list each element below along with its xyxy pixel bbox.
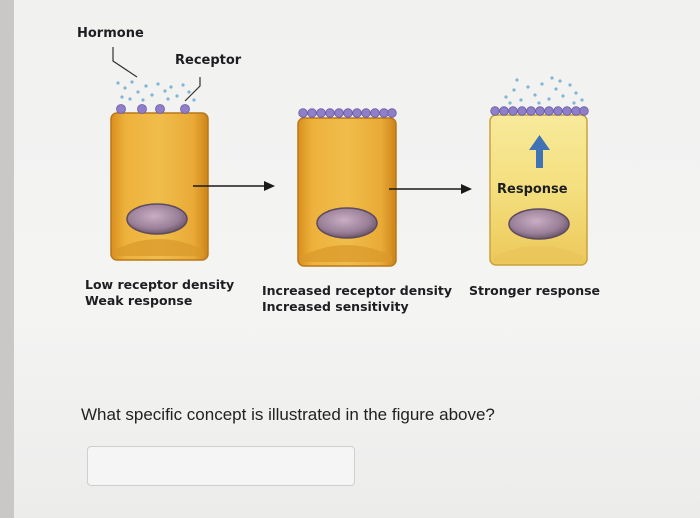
receptors [116, 104, 190, 114]
response-up-arrow [529, 135, 550, 168]
cell-low-density [110, 47, 209, 261]
cell1-caption-line2: Weak response [85, 293, 193, 308]
hormone-pointer-line [112, 47, 138, 78]
receptor-pointer-line [184, 77, 201, 102]
hormone-label: Hormone [77, 26, 144, 41]
nucleus [508, 208, 570, 240]
cell2-caption-line2: Increased sensitivity [262, 299, 409, 314]
cell-stronger-response [489, 76, 589, 266]
hormone-molecules [504, 76, 584, 105]
nucleus [126, 203, 188, 235]
receptors [490, 106, 589, 116]
cell-increased-density [297, 108, 397, 267]
hormone-molecules [116, 80, 196, 102]
cell3-caption-line1: Stronger response [469, 283, 601, 298]
receptor-label: Receptor [175, 53, 242, 68]
question-text: What specific concept is illustrated in … [81, 405, 495, 424]
arrow-2 [389, 184, 472, 194]
answer-input[interactable] [87, 446, 355, 486]
cell1-caption-line1: Low receptor density [85, 277, 235, 292]
receptors [298, 108, 397, 118]
arrow-1 [193, 181, 275, 191]
hormone-receptor-figure [110, 47, 589, 267]
left-edge [0, 0, 14, 518]
nucleus [316, 207, 378, 239]
cell2-caption-line1: Increased receptor density [262, 283, 452, 298]
response-label: Response [497, 182, 568, 197]
